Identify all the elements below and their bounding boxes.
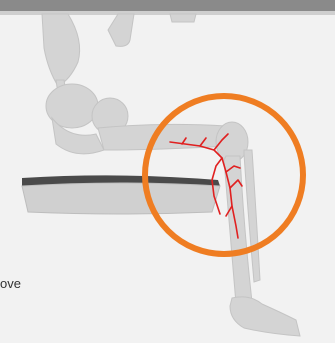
- skeleton-icon: [42, 14, 300, 336]
- arm-bone: [108, 14, 134, 46]
- foot: [230, 297, 300, 336]
- top-bar: [0, 0, 335, 11]
- highlight-circle: [145, 96, 303, 254]
- forearm-bone: [170, 14, 196, 22]
- seat-cushion: [22, 175, 220, 214]
- seat-body: [22, 183, 220, 214]
- ribcage: [42, 14, 80, 86]
- caption-text: ove: [0, 276, 21, 291]
